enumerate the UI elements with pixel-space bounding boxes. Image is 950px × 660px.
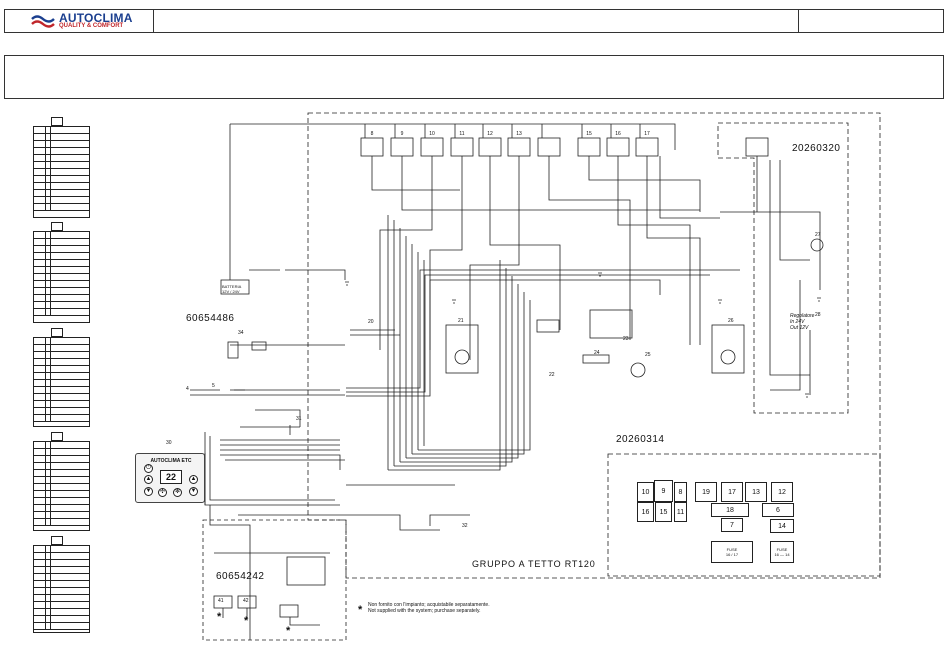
- controller-panel: AUTOCLIMA ETC ⏻ ▲ ▼ 22 ▲ ▼ ✣ ✻: [135, 453, 205, 503]
- fan-icon[interactable]: ✣: [158, 488, 167, 497]
- description-box: [4, 55, 944, 99]
- star-icon: *: [358, 604, 363, 616]
- main-unit-code: 20260320: [792, 143, 841, 154]
- fuse-box: 18: [711, 503, 749, 517]
- fuse-unit-code: 20260314: [616, 434, 665, 445]
- component-number: 41: [218, 598, 224, 604]
- controller-display: 22: [160, 470, 182, 484]
- component-number: 34: [238, 330, 244, 336]
- star-markers: * * * *: [217, 604, 363, 637]
- fuse-box: 9: [654, 480, 673, 502]
- fuse-relay-grid: 10 9 8 19 17 13 12 16 15 11 18 6 7 14 FU…: [637, 480, 797, 572]
- relay-label: 10: [429, 131, 435, 137]
- fuse-label-box: FUSE 16 / 17: [711, 541, 753, 563]
- component-number: 5: [212, 383, 215, 389]
- relay-label: 12: [487, 131, 493, 137]
- harness-a-code: 60654486: [186, 313, 235, 324]
- footnote-en: Not supplied with the system; purchase s…: [368, 608, 481, 614]
- battery-label: BATTERIA 12V / 24V: [222, 284, 242, 294]
- component-number: 22: [549, 372, 555, 378]
- fuse-box: 12: [771, 482, 793, 502]
- fuse-box: 16: [637, 502, 654, 522]
- fuse-box: 13: [745, 482, 767, 502]
- group-label: GRUPPO A TETTO RT120: [472, 559, 596, 569]
- component-number: 23: [623, 336, 629, 342]
- component-number: 32: [462, 523, 468, 529]
- footnote-it: Non fornito con l'impianto; acquistabile…: [368, 602, 490, 608]
- relay-label: 15: [586, 131, 592, 137]
- star-icon: *: [286, 625, 291, 637]
- title-cell: [153, 10, 799, 32]
- fuse-label-sub: 16 — 14: [774, 552, 790, 557]
- footnote: Non fornito con l'impianto; acquistabile…: [368, 602, 490, 614]
- component-number: 25: [645, 352, 651, 358]
- relay-row: [360, 137, 769, 157]
- relay-label: 16: [615, 131, 621, 137]
- connector-block: [33, 430, 93, 534]
- star-icon: *: [217, 611, 222, 623]
- component-number: 20: [368, 319, 374, 325]
- component-number: 31: [296, 416, 302, 422]
- controller-title: AUTOCLIMA ETC: [150, 458, 192, 464]
- logo-name: AUTOCLIMA: [59, 11, 133, 25]
- relay-labels: 8 9 10 11 12 13 15 16 17: [371, 131, 650, 137]
- regulator-title: Regolatore: [790, 313, 815, 319]
- relay-label: 9: [401, 131, 404, 137]
- power-button[interactable]: ⏻: [144, 464, 153, 473]
- fuse-box: 19: [695, 482, 717, 502]
- connector-block: [33, 220, 93, 326]
- motor-icon: [810, 238, 824, 252]
- logo-cell: AUTOCLIMA QUALITY & COMFORT: [5, 10, 154, 32]
- fuse-label-title: FUSE: [726, 547, 738, 552]
- component-number: 26: [728, 318, 734, 324]
- connector-pinout-column: [33, 117, 93, 634]
- fuse-box: 6: [762, 503, 794, 517]
- regulator-in: In 24V: [790, 319, 805, 325]
- connector-block: [33, 534, 93, 634]
- component-number: 27: [815, 232, 821, 238]
- regulator-out: Out 12V: [790, 325, 809, 331]
- fuse-box: 14: [770, 519, 794, 533]
- fuse-box: 10: [637, 482, 654, 502]
- battery-symbol: [220, 279, 250, 295]
- up-arrow-icon[interactable]: ▲: [144, 475, 153, 484]
- mode-icon[interactable]: ✻: [173, 488, 182, 497]
- regulator-label: Regolatore In 24V Out 12V: [790, 313, 814, 331]
- component-number: 42: [243, 598, 249, 604]
- fuse-box: 7: [721, 518, 743, 532]
- relay-label: 8: [371, 131, 374, 137]
- star-icon: *: [244, 615, 249, 627]
- relay-label: 11: [459, 131, 464, 137]
- relay-label: 17: [644, 131, 650, 137]
- controller-number: 30: [166, 440, 172, 446]
- logo-tagline: QUALITY & COMFORT: [59, 23, 124, 29]
- fuse-label-box: FUSE 16 — 14: [770, 541, 794, 563]
- fuse-label-title: FUSE: [776, 547, 788, 552]
- component-number: 24: [594, 350, 600, 356]
- fuse-box: 11: [674, 502, 687, 522]
- sub-unit-boundary: [717, 122, 849, 414]
- temp-up-button[interactable]: ▲: [189, 475, 198, 484]
- temp-down-button[interactable]: ▼: [189, 487, 198, 496]
- fuse-label-sub: 16 / 17: [725, 552, 739, 557]
- fuse-unit-boundary: [607, 453, 881, 577]
- component-number: 21: [458, 318, 464, 324]
- fuse-box: 15: [655, 502, 672, 522]
- header-bar: AUTOCLIMA QUALITY & COMFORT: [4, 9, 944, 33]
- connector-block: [33, 117, 93, 220]
- motor-icon: [454, 349, 470, 365]
- motor-icon: [720, 349, 736, 365]
- down-arrow-icon[interactable]: ▼: [144, 487, 153, 496]
- component-number: 4: [186, 386, 189, 392]
- option-kit-boundary: [202, 519, 347, 641]
- component-number: 28: [815, 312, 821, 318]
- logo-mark-icon: [31, 15, 55, 28]
- relay-label: 13: [516, 131, 522, 137]
- harness-b-code: 60654242: [216, 571, 265, 582]
- connector-block: [33, 326, 93, 430]
- fuse-box: 8: [674, 482, 687, 502]
- component-numbers: 4 5 20 21 22 23 24 25 26 27 28 31 32 34 …: [186, 232, 821, 604]
- fuse-box: 17: [721, 482, 743, 502]
